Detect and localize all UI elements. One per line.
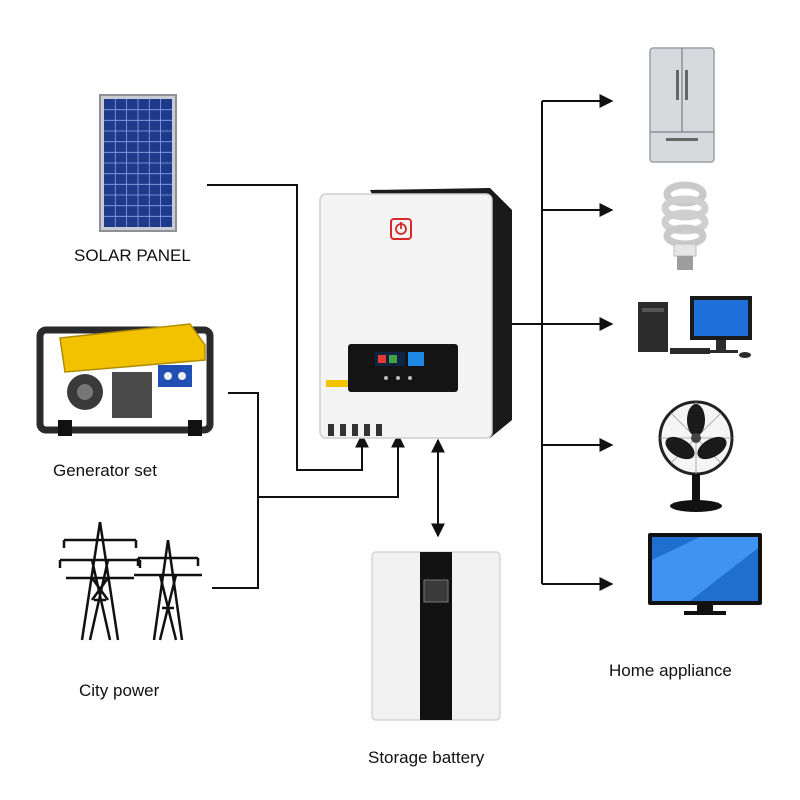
electric-fan-icon (658, 400, 734, 512)
inverter-icon (319, 188, 512, 439)
solar-panel-label: SOLAR PANEL (74, 246, 191, 265)
storage-battery-icon (371, 551, 501, 721)
television-icon (648, 533, 762, 615)
storage-battery-label: Storage battery (368, 748, 485, 767)
solar-wire (207, 184, 369, 471)
home-appliance-label: Home appliance (609, 661, 732, 680)
solar-panel-icon (99, 94, 177, 232)
light-bulb-icon (661, 181, 709, 270)
desktop-computer-icon (638, 296, 752, 358)
generator-label: Generator set (53, 461, 157, 480)
city-power-wire (212, 497, 259, 589)
generator-icon (36, 323, 214, 436)
city-power-label: City power (79, 681, 160, 700)
refrigerator-icon (649, 47, 715, 163)
power-pylon-icon (58, 521, 202, 641)
